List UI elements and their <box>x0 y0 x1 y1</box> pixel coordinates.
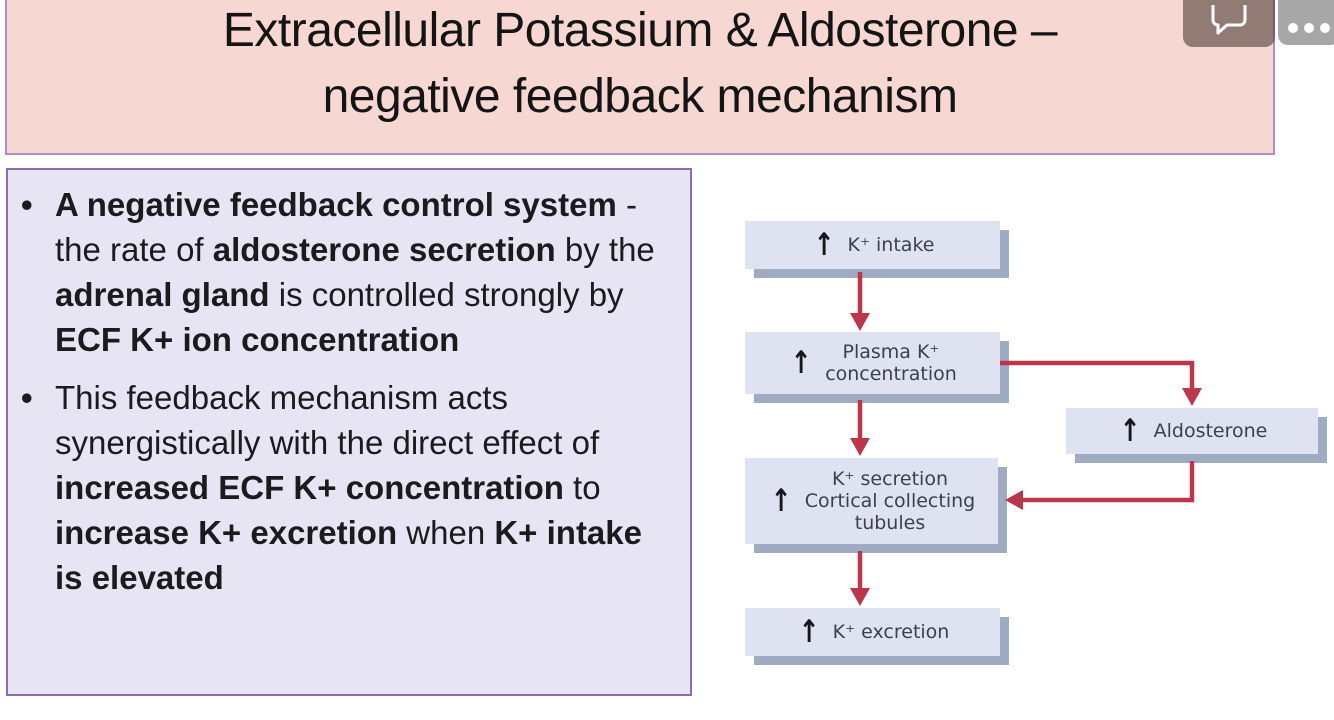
up-arrow-icon: ↑ <box>790 344 812 381</box>
bullet-text: A negative feedback control system - the… <box>55 186 655 358</box>
comment-button[interactable] <box>1183 0 1275 47</box>
bullet-marker: • <box>21 186 33 223</box>
bullet-item: • A negative feedback control system - t… <box>16 182 676 362</box>
ellipsis-icon <box>1288 23 1298 33</box>
flow-box-label: Plasma K⁺ concentration <box>825 341 957 385</box>
flow-arrow-plasma-to-secretion <box>850 400 870 456</box>
slide-title-line1: Extracellular Potassium & Aldosterone – <box>222 4 1058 57</box>
up-arrow-icon: ↑ <box>1119 412 1141 449</box>
bullet-panel: • A negative feedback control system - t… <box>6 168 692 696</box>
flow-box-label: K⁺ excretion <box>832 621 950 643</box>
up-arrow-icon: ↑ <box>798 613 820 650</box>
bullet-marker: • <box>21 379 33 416</box>
slide-title-line2: negative feedback mechanism <box>322 70 958 123</box>
bullet-item: • This feedback mechanism acts synergist… <box>16 375 676 600</box>
flow-box-aldosterone: ↑ Aldosterone <box>1066 408 1318 454</box>
flow-box-k-secretion: ↑ K⁺ secretion Cortical collecting tubul… <box>745 458 998 544</box>
flow-arrow-intake-to-plasma <box>850 272 870 331</box>
flow-box-k-excretion: ↑ K⁺ excretion <box>745 608 1000 656</box>
flow-arrow-secretion-to-excretion <box>850 551 870 606</box>
flow-box-plasma-k: ↑ Plasma K⁺ concentration <box>745 332 1000 394</box>
slide-title-box: Extracellular Potassium & Aldosterone – … <box>5 0 1275 155</box>
flow-box-label: K⁺ intake <box>847 234 935 256</box>
bullet-text: This feedback mechanism acts synergistic… <box>55 379 642 596</box>
flow-arrow-plasma-to-aldosterone <box>1000 360 1202 406</box>
comment-bubble-icon <box>1210 5 1248 41</box>
flow-box-label: Aldosterone <box>1153 420 1268 442</box>
flow-box-label: K⁺ secretion Cortical collecting tubules <box>804 468 976 534</box>
flow-arrow-aldosterone-to-secretion <box>1005 461 1195 510</box>
up-arrow-icon: ↑ <box>813 226 834 263</box>
more-options-button[interactable] <box>1278 0 1334 45</box>
up-arrow-icon: ↑ <box>770 482 792 519</box>
ellipsis-icon <box>1304 23 1314 33</box>
flow-box-k-intake: ↑ K⁺ intake <box>745 221 1000 269</box>
ellipsis-icon <box>1320 23 1330 33</box>
